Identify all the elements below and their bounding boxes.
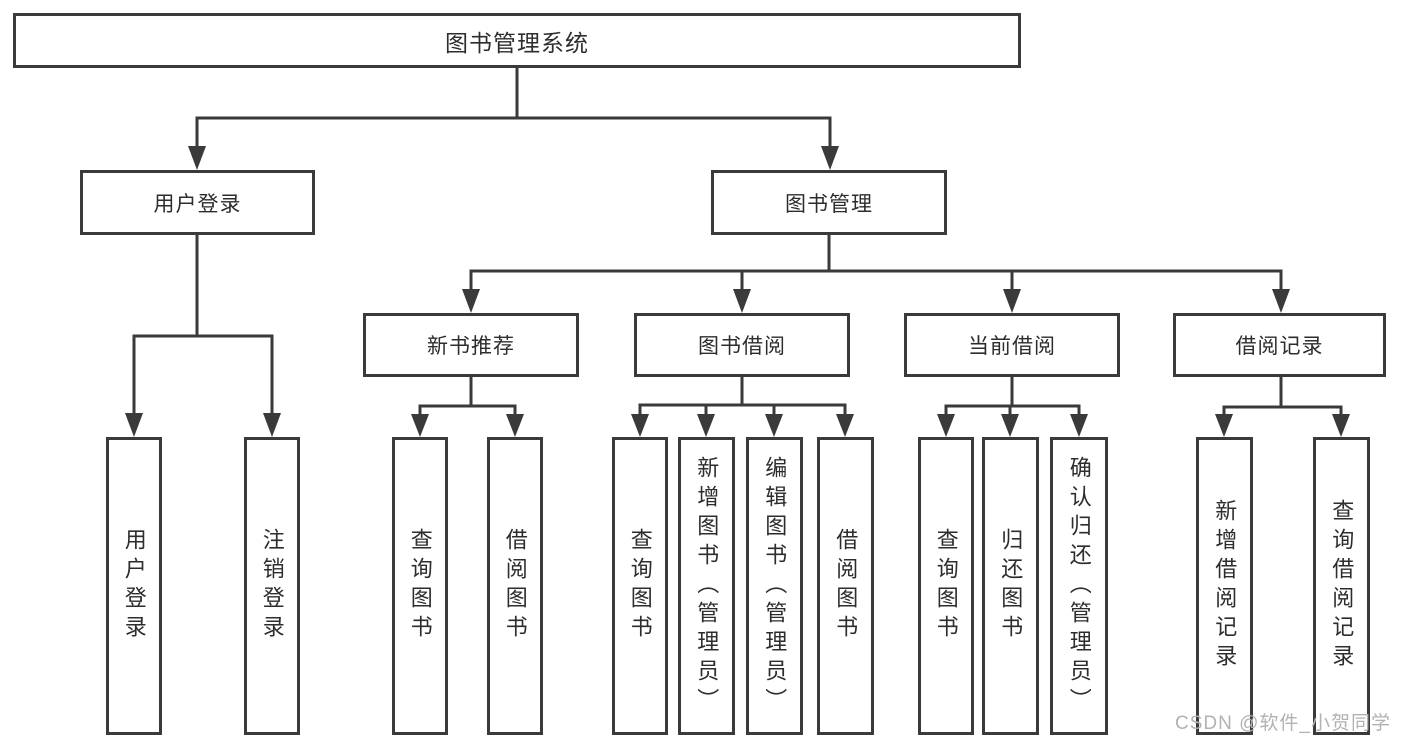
leaf-newbook-borrow-books: 借阅图书 [487, 437, 543, 735]
leaf-records-query-record: 查询借阅记录 [1313, 437, 1370, 735]
connector-root [188, 68, 839, 170]
node-book-borrow: 图书借阅 [634, 313, 850, 377]
leaf-current-confirm-return-admin: 确认归还（管理员） [1050, 437, 1108, 735]
node-new-book-recommend: 新书推荐 [363, 313, 579, 377]
leaf-records-add-record: 新增借阅记录 [1196, 437, 1253, 735]
node-root: 图书管理系统 [13, 13, 1021, 68]
node-borrow-records: 借阅记录 [1173, 313, 1386, 377]
leaf-borrow-query-books: 查询图书 [612, 437, 668, 735]
watermark: CSDN @软件_小贺同学 [1175, 713, 1391, 734]
leaf-user-login: 用户登录 [106, 437, 162, 735]
leaf-current-return-books: 归还图书 [982, 437, 1039, 735]
node-user-login: 用户登录 [80, 170, 315, 235]
connector-book-borrow [631, 377, 854, 437]
node-current-borrow: 当前借阅 [904, 313, 1120, 377]
leaf-borrow-borrow-books: 借阅图书 [817, 437, 874, 735]
connector-current-borrow [937, 377, 1088, 437]
leaf-current-query-books: 查询图书 [918, 437, 974, 735]
connector-borrow-records [1215, 377, 1350, 437]
leaf-logout: 注销登录 [244, 437, 300, 735]
leaf-borrow-edit-books-admin: 编辑图书（管理员） [746, 437, 803, 735]
connector-user-login [125, 235, 281, 437]
leaf-borrow-add-books-admin: 新增图书（管理员） [678, 437, 735, 735]
node-book-management: 图书管理 [711, 170, 947, 235]
connector-new-book-recommend [411, 377, 524, 437]
leaf-newbook-query-books: 查询图书 [392, 437, 448, 735]
connector-book-management [462, 235, 1290, 313]
